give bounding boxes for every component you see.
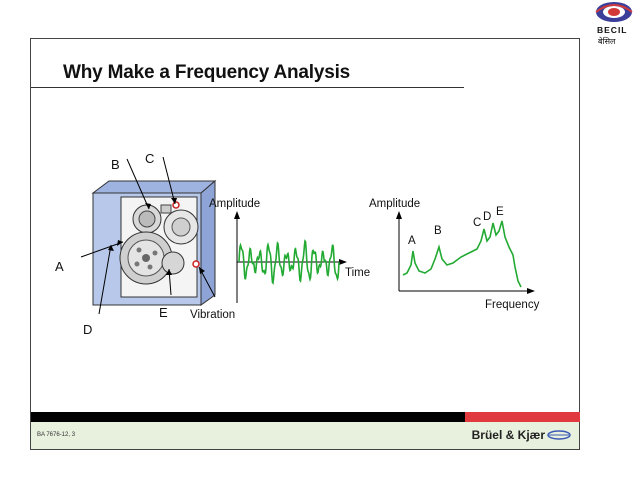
peak-label-d: D [483, 211, 492, 223]
peak-label-c: C [473, 217, 482, 229]
title-underline [31, 87, 464, 88]
slide-title: Why Make a Frequency Analysis [63, 62, 351, 83]
label-e: E [159, 305, 168, 320]
label-d: D [83, 322, 93, 337]
time-plot-xlabel: Time [345, 267, 371, 279]
slide: Why Make a Frequency Analysis [30, 38, 580, 450]
label-c: C [145, 151, 155, 166]
spectrum-curve [402, 220, 522, 288]
peak-label-e: E [496, 206, 504, 218]
peak-label-b: B [434, 225, 442, 237]
spectrum-plot [396, 211, 535, 294]
footer: BA 7676-12, 3 Brüel & Kjær [31, 422, 579, 449]
time-signal-plot [234, 211, 347, 303]
peak-label-a: A [408, 235, 416, 247]
footer-black-bar [31, 412, 465, 422]
time-signal-wave [238, 239, 340, 285]
bruel-kjaer-logo-text: Brüel & Kjær [471, 428, 545, 442]
spectrum-plot-xlabel: Frequency [485, 299, 540, 311]
machine-illustration [80, 156, 217, 315]
becil-hindi-wordmark: बेसिल [598, 37, 616, 46]
footer-document-code: BA 7676-12, 3 [37, 432, 76, 438]
footer-red-bar [465, 412, 580, 422]
becil-logo [595, 2, 633, 22]
bruel-kjaer-swoosh-icon [547, 430, 571, 440]
label-a: A [55, 259, 64, 274]
label-vibration: Vibration [190, 309, 236, 321]
time-plot-ylabel: Amplitude [209, 198, 261, 210]
spectrum-plot-ylabel: Amplitude [369, 198, 421, 210]
becil-wordmark: BECIL [597, 25, 628, 35]
label-b: B [111, 157, 120, 172]
